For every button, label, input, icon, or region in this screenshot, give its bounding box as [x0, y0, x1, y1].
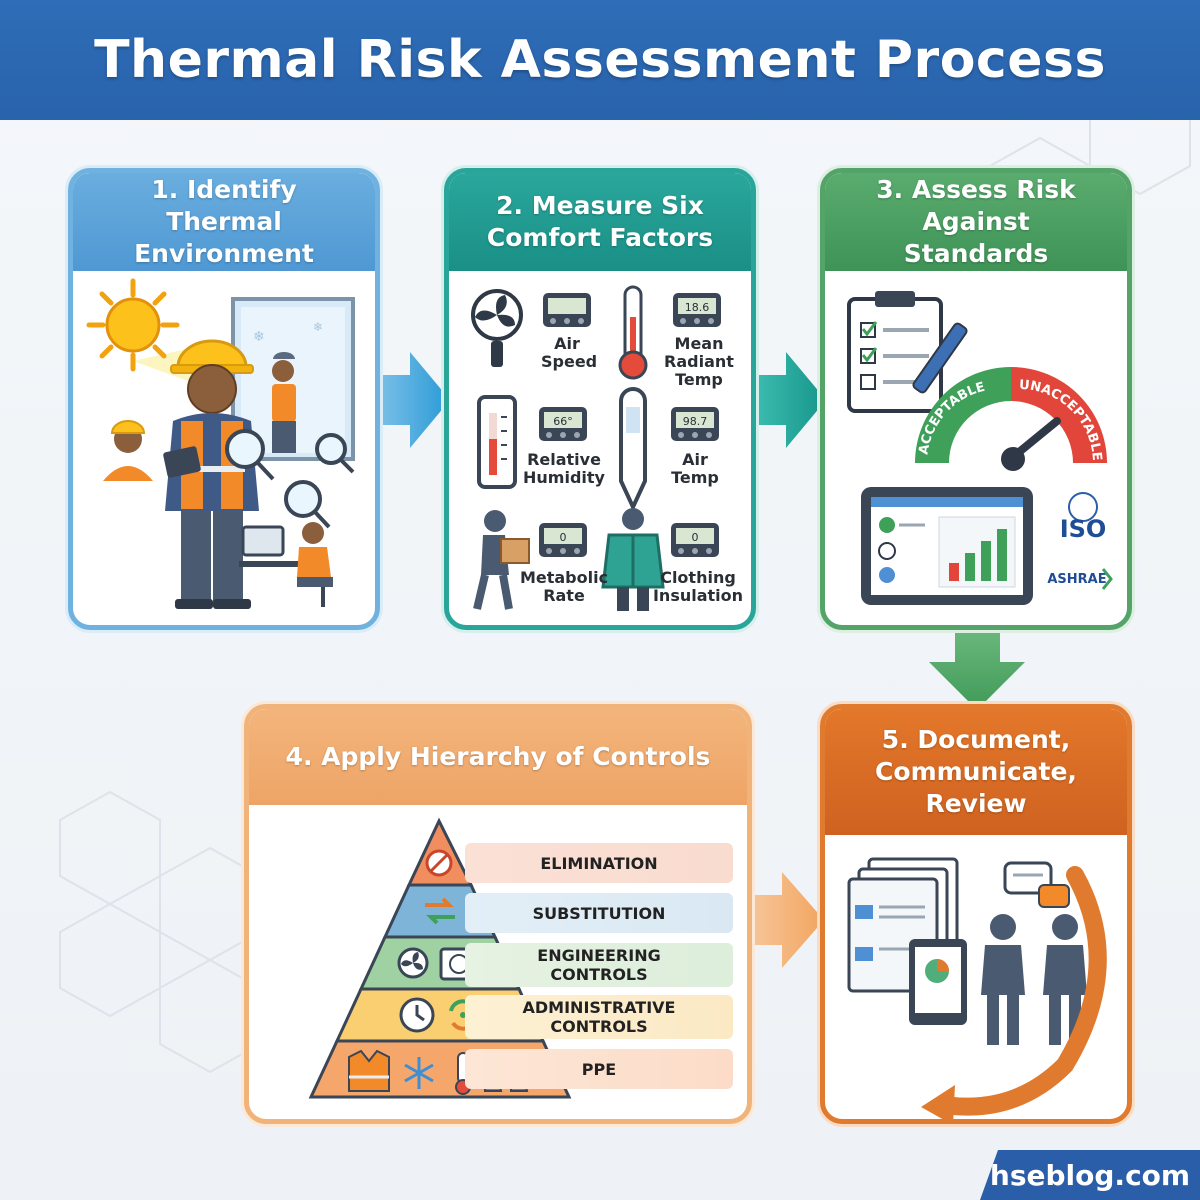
svg-text:ISO: ISO [1060, 515, 1107, 543]
step-measure-card: 2. Measure Six Comfort Factors [444, 168, 756, 630]
factor-label-mean-radiant-temp: Mean Radiant Temp [664, 334, 734, 389]
meter-icon: 18.6 [673, 293, 721, 327]
svg-text:ASHRAE: ASHRAE [1047, 572, 1106, 587]
magnifier-icons [225, 429, 355, 529]
fan-icon [397, 947, 429, 979]
meter-icon: 0 [671, 523, 719, 557]
control-label-elimination: ELIMINATION [465, 843, 733, 883]
meter-icon [543, 293, 591, 327]
comfort-factors-grid: 18.6 66° [449, 271, 751, 625]
step-document-card: 5. Document, Communicate, Review [820, 704, 1132, 1124]
factor-label-air-temp: Air Temp [671, 450, 719, 487]
office-worker-icon [239, 522, 333, 607]
factor-label-metabolic-rate: Metabolic Rate [519, 568, 609, 605]
step-3-title: 3. Assess Risk Against Standards [825, 173, 1127, 271]
worker-small-icon [103, 420, 153, 481]
worker-carrying-box-icon [473, 510, 530, 610]
step-5-title: 5. Document, Communicate, Review [825, 709, 1127, 835]
control-label-engineering: ENGINEERING CONTROLS [465, 943, 733, 987]
title-bar: Thermal Risk Assessment Process [0, 0, 1200, 120]
pen-icon [912, 322, 968, 394]
control-label-administrative: ADMINISTRATIVE CONTROLS [465, 995, 733, 1039]
safety-vest-icon [348, 1049, 390, 1092]
svg-text:❄: ❄ [253, 329, 265, 345]
snowflake-icon [404, 1057, 434, 1089]
risk-gauge: ACCEPTABLE UNACCEPTABLE [915, 367, 1107, 471]
step-assess-card: 3. Assess Risk Against Standards [820, 168, 1132, 630]
arrow-2-to-3 [754, 352, 826, 448]
clipboard-checklist-icon [847, 291, 943, 413]
jacket-icon [601, 508, 665, 611]
svg-text:❄: ❄ [313, 320, 323, 334]
review-cycle-arrow-icon [921, 866, 1107, 1119]
hygrometer-icon [477, 395, 517, 489]
thermometer-icon [618, 285, 648, 380]
page-title: Thermal Risk Assessment Process [94, 30, 1106, 90]
fan-icon [471, 289, 523, 367]
document-illustration [825, 835, 1127, 1119]
people-discussion-icon [981, 914, 1087, 1045]
no-entry-icon [425, 849, 453, 877]
factor-label-clothing-insulation: Clothing Insulation [652, 568, 744, 605]
rh-reading: 66° [553, 415, 573, 428]
step-4-title: 4. Apply Hierarchy of Controls [249, 709, 747, 805]
ashrae-logo: ASHRAE [1047, 568, 1113, 590]
arrow-1-to-2 [378, 352, 450, 448]
identify-illustration: ❄ ❄ [73, 271, 375, 625]
factor-label-air-speed: Air Speed [541, 334, 598, 371]
clock-icon [399, 997, 435, 1033]
step-2-title: 2. Measure Six Comfort Factors [449, 173, 751, 271]
metabolic-reading: 0 [560, 531, 567, 544]
meter-icon: 98.7 [671, 407, 719, 441]
clothing-reading: 0 [692, 531, 699, 544]
factor-label-relative-humidity: Relative Humidity [523, 450, 605, 487]
step-controls-card: 4. Apply Hierarchy of Controls [244, 704, 752, 1124]
controls-pyramid: ELIMINATION SUBSTITUTION ENGINEERING CON… [249, 805, 747, 1119]
tablet-dashboard-icon [861, 487, 1033, 605]
digital-thermometer-icon [619, 387, 647, 512]
control-label-substitution: SUBSTITUTION [465, 893, 733, 933]
meter-icon: 0 [539, 523, 587, 557]
meter-icon: 66° [539, 407, 587, 441]
air-temp-reading: 98.7 [683, 415, 708, 428]
control-label-ppe: PPE [465, 1049, 733, 1089]
chat-bubbles-icon [1003, 861, 1070, 908]
arrow-4-to-5 [750, 872, 824, 968]
step-1-title: 1. Identify Thermal Environment [73, 173, 375, 271]
assess-illustration: ACCEPTABLE UNACCEPTABLE [825, 271, 1127, 625]
mrt-reading: 18.6 [685, 301, 710, 314]
arrow-3-to-5 [929, 628, 1025, 710]
swap-arrows-icon [425, 897, 455, 925]
step-identify-card: 1. Identify Thermal Environment ❄ ❄ [68, 168, 380, 630]
brand-badge[interactable]: hseblog.com [980, 1150, 1200, 1200]
iso-logo: ISO [1060, 492, 1107, 543]
tablet-chart-icon [909, 939, 967, 1025]
